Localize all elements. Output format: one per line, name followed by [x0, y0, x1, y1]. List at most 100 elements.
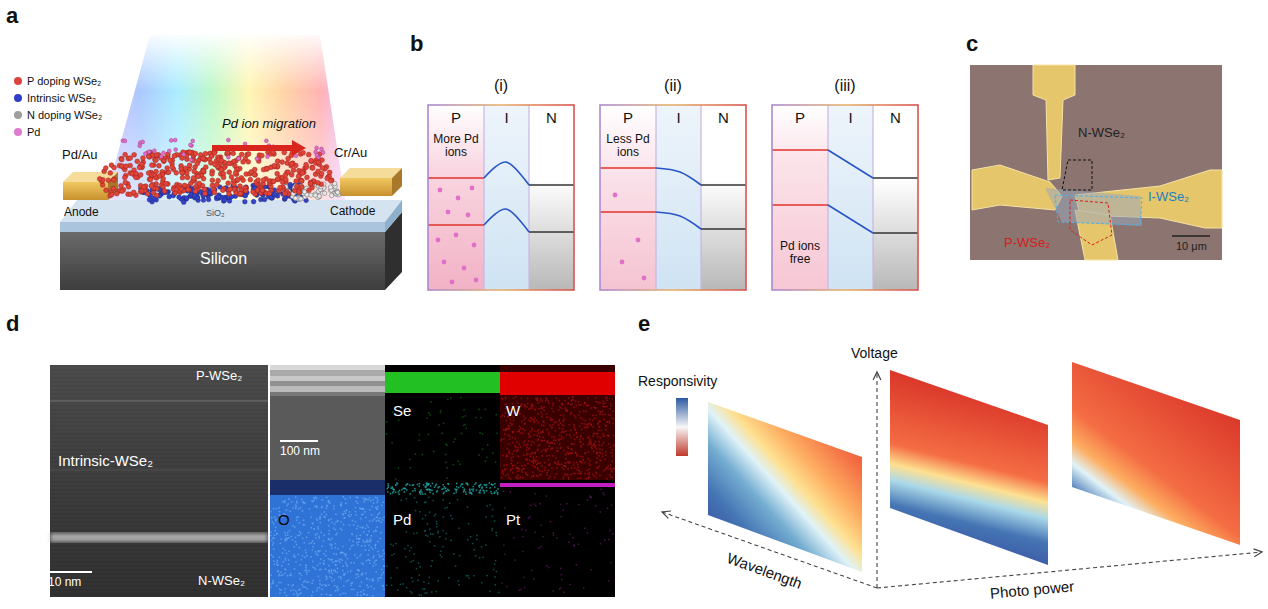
eds-speckle [463, 409, 465, 411]
eds-speckle [572, 396, 574, 398]
eds-speckle [523, 415, 525, 417]
eds-speckle [356, 577, 358, 579]
eds-speckle [304, 502, 306, 504]
eds-speckle [522, 477, 524, 479]
eds-speckle [526, 406, 528, 408]
eds-speckle [543, 410, 545, 412]
eds-speckle [610, 464, 612, 466]
eds-speckle [290, 536, 292, 538]
eds-speckle [306, 565, 308, 567]
eds-speckle [549, 455, 551, 457]
eds-speckle [465, 415, 467, 417]
eds-speckle [320, 558, 322, 560]
eds-speckle [581, 423, 583, 425]
eds-speckle [505, 429, 507, 431]
band-diagram-art [600, 105, 746, 290]
eds-speckle [301, 499, 303, 501]
intrinsic-flake-atom [177, 195, 182, 200]
eds-speckle [279, 573, 281, 575]
eds-speckle [582, 456, 584, 458]
eds-speckle [607, 466, 609, 468]
region-divider [483, 105, 484, 290]
lattice-fringe [50, 516, 268, 517]
p-flake-atom [219, 158, 224, 163]
eds-speckle [316, 553, 318, 555]
lattice-fringe [50, 392, 268, 393]
p-flake-atom [316, 180, 321, 185]
eds-speckle [300, 592, 302, 594]
eds-speckle [363, 498, 365, 500]
eds-speckle [537, 435, 539, 437]
pd-ion [462, 266, 467, 271]
eds-speckle [515, 396, 517, 398]
eds-speckle [564, 473, 566, 475]
eds-speckle [600, 411, 602, 413]
eds-speckle [328, 558, 330, 560]
eds-speckle [298, 516, 300, 518]
eds-speckle [503, 415, 505, 417]
eds-speckle [482, 433, 484, 435]
eds-speckle [531, 417, 533, 419]
eds-speckle [355, 501, 357, 503]
eds-speckle [567, 402, 569, 404]
eds-speckle [563, 450, 565, 452]
eds-speckle [551, 442, 553, 444]
eds-speckle [294, 556, 296, 558]
eds-speckle [598, 455, 600, 457]
eds-speckle [345, 498, 347, 500]
p-flake-atom [97, 176, 102, 181]
eds-speckle [280, 538, 282, 540]
n-band-edge [701, 228, 746, 230]
i-band-edge [828, 205, 873, 233]
eds-speckle [300, 507, 302, 509]
eds-speckle [383, 565, 385, 567]
eds-speckle [567, 462, 569, 464]
eds-speckle [610, 467, 612, 469]
p-flake-atom [210, 171, 215, 176]
eds-speckle [492, 452, 494, 454]
eds-speckle [532, 405, 534, 407]
pd-ion [159, 155, 163, 159]
eds-speckle [517, 456, 519, 458]
eds-speckle [573, 435, 575, 437]
eds-speckle [314, 567, 316, 569]
eds-speckle [377, 580, 379, 582]
eds-speckle [577, 455, 579, 457]
pd-ion [613, 193, 618, 198]
eds-speckle [329, 594, 331, 596]
eds-speckle [427, 418, 429, 420]
lattice-fringe [50, 400, 268, 401]
lattice-fringe [50, 408, 268, 409]
eds-speckle [293, 556, 295, 558]
p-flake-atom [267, 191, 272, 196]
eds-speckle [304, 557, 306, 559]
eds-speckle [595, 472, 597, 474]
p-flake-atom [126, 184, 131, 189]
eds-speckle [611, 405, 613, 407]
eds-speckle [540, 398, 542, 400]
eds-speckle [531, 407, 533, 409]
eds-speckle [585, 452, 587, 454]
eds-speckle [343, 575, 345, 577]
p-flake-atom [122, 175, 127, 180]
eds-speckle [292, 507, 294, 509]
electrode-front [63, 182, 108, 200]
eds-speckle [296, 501, 298, 503]
eds-speckle [362, 573, 364, 575]
eds-speckle [516, 441, 518, 443]
eds-speckle [525, 405, 527, 407]
se-map [385, 365, 500, 480]
eds-speckle [515, 449, 517, 451]
eds-speckle [562, 420, 564, 422]
eds-speckle [607, 435, 609, 437]
eds-speckle [520, 404, 522, 406]
pd-ion [173, 138, 177, 142]
oxide-top [60, 200, 402, 222]
eds-speckle [513, 456, 515, 458]
eds-speckle [513, 420, 515, 422]
eds-speckle [273, 542, 275, 544]
p-flake-atom [261, 178, 266, 183]
eds-speckle [534, 434, 536, 436]
eds-speckle [540, 406, 542, 408]
eds-speckle [563, 478, 565, 480]
